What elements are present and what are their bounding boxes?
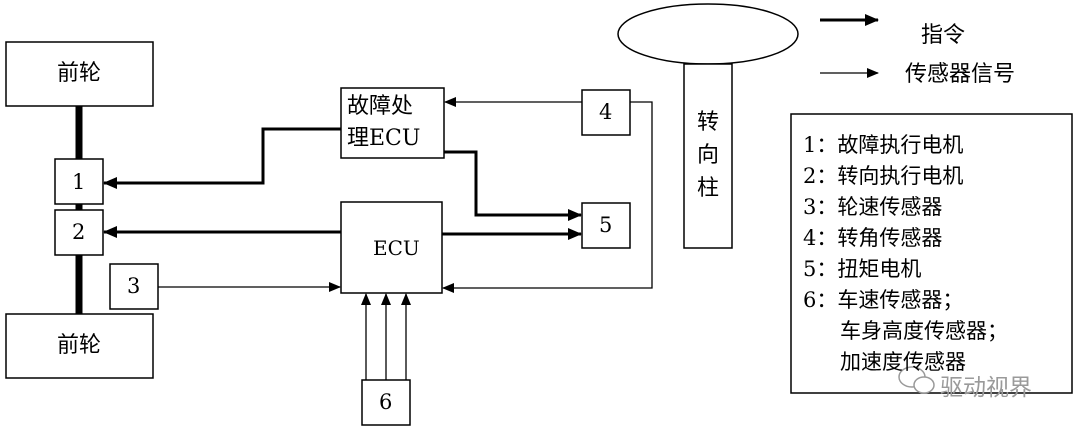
main-ecu-label: ECU xyxy=(373,236,420,260)
legend-box-rect xyxy=(790,113,1073,394)
box6-rect xyxy=(361,379,411,426)
box6-label: 6 xyxy=(379,390,393,414)
legend-item-2: 2：转向执行电机 xyxy=(803,164,964,188)
box1-rect xyxy=(54,158,104,205)
legend-item-4: 4：转角传感器 xyxy=(803,226,943,250)
fault-ecu-rect xyxy=(340,87,445,159)
legend-item-8: 加速度传感器 xyxy=(840,350,966,374)
box4-rect xyxy=(581,89,631,136)
steering-column-char-2: 向 xyxy=(697,143,720,168)
front-wheel-top-box xyxy=(5,41,154,107)
legend-item-7: 车身高度传感器； xyxy=(840,319,1008,343)
steering-column-rect xyxy=(683,63,733,249)
legend-item-1: 1：故障执行电机 xyxy=(803,133,964,157)
legend-item-6: 6：车速传感器； xyxy=(803,288,964,312)
fault-ecu-label-line1: 故障处 xyxy=(347,94,414,119)
front-wheel-top-label: 前轮 xyxy=(57,61,102,86)
wechat-icon xyxy=(898,366,935,394)
legend-sensor-label: 传感器信号 xyxy=(905,62,1016,87)
main-ecu-rect xyxy=(340,201,443,294)
box5-rect xyxy=(581,202,631,249)
arrow-fault-ecu-to-box5 xyxy=(444,150,582,221)
steering-column-char-1: 转 xyxy=(697,110,720,135)
legend-item-3: 3：轮速传感器 xyxy=(803,195,943,219)
box5-label: 5 xyxy=(599,213,613,237)
watermark-text: 驱动视界 xyxy=(940,375,1032,401)
arrow-box4-to-ecu xyxy=(442,101,653,293)
box1-label: 1 xyxy=(72,170,86,194)
front-wheel-bottom-label: 前轮 xyxy=(57,333,102,358)
front-wheel-bottom-box xyxy=(5,313,154,379)
box4-label: 4 xyxy=(599,100,613,124)
box3-label: 3 xyxy=(127,274,141,298)
steering-wheel-ellipse xyxy=(617,3,799,65)
legend-command-label: 指令 xyxy=(921,23,966,48)
legend-item-5: 5：扭矩电机 xyxy=(803,257,922,281)
steering-column-char-3: 柱 xyxy=(697,176,720,201)
fault-ecu-label-line2: 理ECU xyxy=(347,126,421,151)
box2-label: 2 xyxy=(72,220,86,244)
arrow-fault-ecu-to-box1 xyxy=(103,127,341,189)
